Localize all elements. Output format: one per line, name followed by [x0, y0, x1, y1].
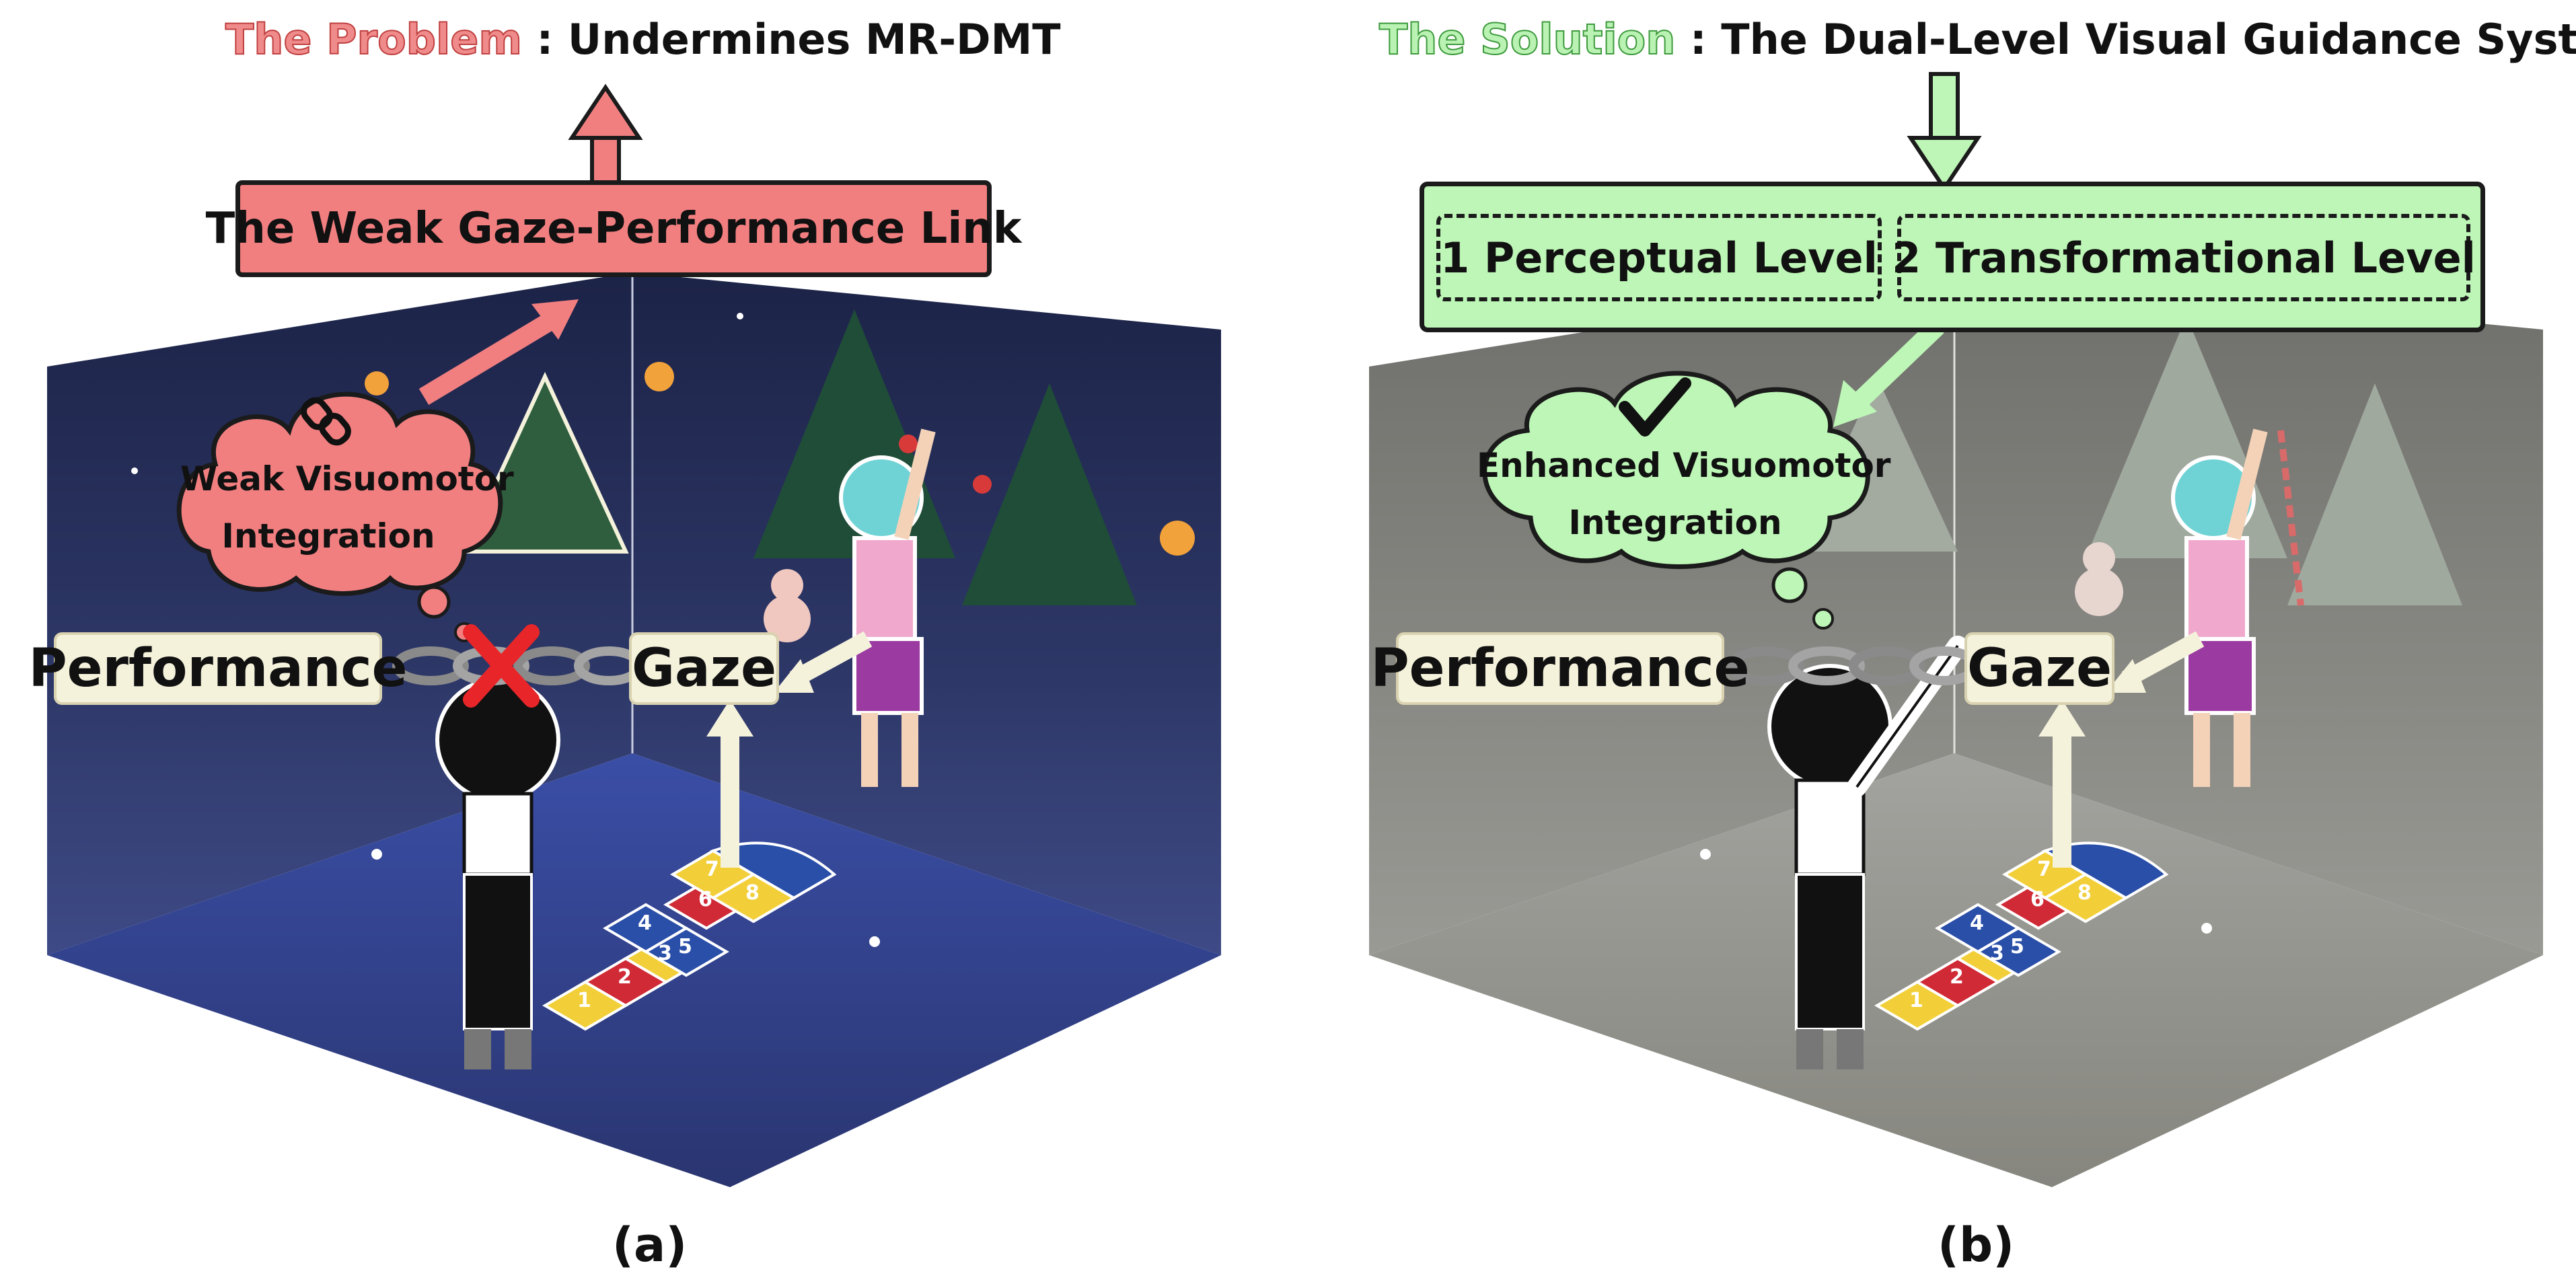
hop-num-5-b: 5 [2010, 935, 2024, 958]
avatar-girl-a [839, 428, 936, 787]
thought-cloud-a [176, 391, 503, 642]
cross-icon [463, 624, 540, 708]
problem-title-rest: : Undermines MR-DMT [521, 15, 1061, 64]
hop-num-2-a: 2 [618, 965, 632, 989]
performance-label-b: Performance [1370, 638, 1750, 699]
arrows-a [418, 83, 873, 868]
hop-num-8-b: 8 [2077, 881, 2092, 905]
hop-num-3-b: 3 [1990, 942, 2004, 965]
hop-num-5-a: 5 [678, 935, 692, 958]
hop-num-6-a: 6 [698, 888, 712, 911]
caption-b: (b) [1938, 1217, 2015, 1273]
performance-tag-b: Performance [1370, 632, 1750, 705]
hop-num-3-a: 3 [658, 942, 672, 965]
hop-num-1-a: 1 [577, 989, 591, 1012]
arrows-b [1833, 72, 2205, 868]
caption-a: (a) [612, 1217, 688, 1273]
hop-num-2-b: 2 [1950, 965, 1964, 989]
hop-num-7-a: 7 [705, 858, 719, 881]
performance-label-a: Performance [28, 638, 408, 699]
hop-num-4-b: 4 [1970, 911, 1984, 935]
problem-title: The Problem : Undermines MR-DMT [225, 18, 1061, 61]
performance-tag-a: Performance [28, 632, 408, 705]
check-icon [1619, 377, 1691, 437]
transformational-level-label: 2 Transformational Level [1892, 233, 2476, 282]
perceptual-level-label: 1 Perceptual Level [1440, 233, 1878, 282]
enhanced-visuomotor-text: Enhanced Visuomotor Integration [1477, 437, 1891, 552]
hop-num-4-a: 4 [638, 911, 652, 935]
solution-title-rest: : The Dual-Level Visual Guidance System [1675, 15, 2576, 64]
avatar-girl-b [2171, 428, 2304, 787]
enhanced-visuomotor-line2: Integration [1568, 503, 1782, 542]
weak-visuomotor-line1: Weak Visuomotor [180, 459, 514, 498]
perceptual-level-box: 1 Perceptual Level [1436, 214, 1882, 301]
hop-num-8-a: 8 [745, 881, 760, 905]
weak-link-box: The Weak Gaze-Performance Link [206, 180, 1021, 277]
solution-title-highlight: The Solution [1378, 15, 1676, 64]
gaze-tag-a: Gaze [629, 632, 779, 705]
gaze-label-b: Gaze [1967, 638, 2112, 699]
gaze-label-a: Gaze [632, 638, 776, 699]
solution-title: The Solution : The Dual-Level Visual Gui… [1378, 18, 2576, 61]
hop-num-7-b: 7 [2037, 858, 2051, 881]
gaze-tag-b: Gaze [1964, 632, 2114, 705]
hop-num-6-b: 6 [2030, 888, 2045, 911]
weak-visuomotor-line2: Integration [221, 517, 435, 556]
broken-link-icon [301, 397, 351, 446]
thought-cloud-b [1482, 371, 1870, 630]
kid-figure-b [1767, 636, 1968, 1069]
weak-link-label: The Weak Gaze-Performance Link [205, 204, 1022, 254]
enhanced-visuomotor-line1: Enhanced Visuomotor [1477, 446, 1891, 485]
transformational-level-box: 2 Transformational Level [1892, 214, 2476, 301]
room-a [47, 272, 1221, 1187]
problem-title-highlight: The Problem [225, 15, 523, 64]
guidance-levels-box [1420, 182, 2485, 332]
weak-visuomotor-text: Weak Visuomotor Integration [180, 451, 514, 565]
hop-num-1-b: 1 [1909, 989, 1923, 1012]
kid-figure-a [435, 677, 560, 1069]
